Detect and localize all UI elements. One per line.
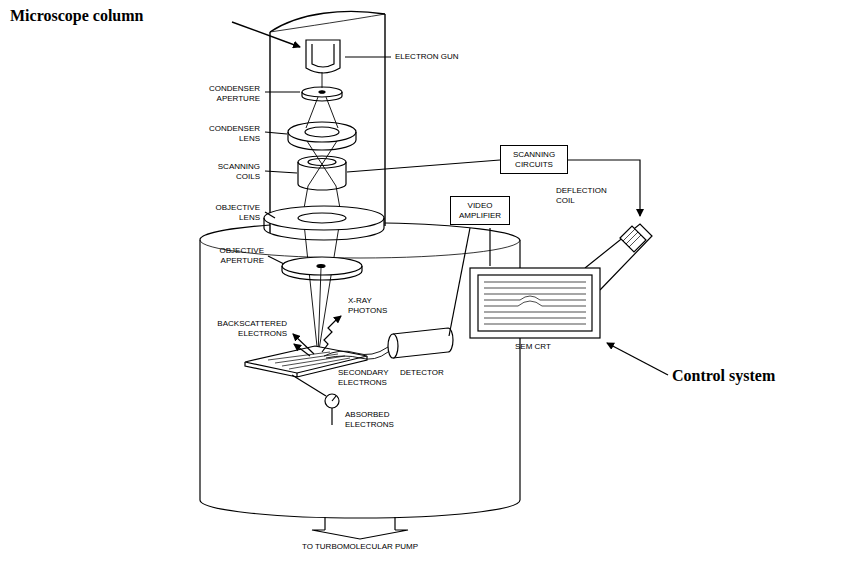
condenser-lens (288, 122, 356, 142)
column-wall (270, 14, 385, 233)
condenser-lens (305, 127, 339, 137)
part-heading: Control system (672, 366, 775, 385)
part-label: CONDENSER APERTURE (200, 84, 260, 103)
crt-screen (478, 275, 592, 331)
pump-pipe (312, 517, 408, 539)
signal-label: X-RAY PHOTONS (348, 296, 398, 315)
signal-label: BACKSCATTERED ELECTRONS (205, 319, 287, 338)
pump-label: TO TURBOMOLECULAR PUMP (300, 542, 420, 552)
leader-line (265, 132, 287, 134)
electron-beam (318, 268, 321, 356)
part-label: OBJECTIVE LENS (200, 203, 260, 222)
chamber-top (385, 223, 520, 240)
objective-lens (298, 213, 346, 223)
chamber-bottom (200, 500, 520, 518)
electron-gun (312, 44, 334, 67)
crt-scan-lines (484, 282, 586, 324)
video-amplifier-box: VIDEO AMPLIFIER (450, 196, 510, 225)
signal-label: ABSORBED ELECTRONS (345, 410, 407, 429)
aperture-hole (317, 265, 325, 268)
aperture-hole (319, 91, 325, 93)
crt-body (470, 268, 600, 338)
objective-aperture (282, 257, 362, 275)
part-label: OBJECTIVE APERTURE (206, 246, 264, 265)
detector (388, 334, 398, 358)
pointer-arrow (607, 343, 668, 375)
detector (393, 328, 453, 358)
part-label: SEM CRT (515, 342, 575, 352)
absorbed-wire (292, 375, 326, 396)
objective-aperture (282, 266, 362, 280)
scanning-coils (298, 162, 346, 190)
signal-label: SECONDARY ELECTRONS (338, 368, 392, 387)
condenser-lens (288, 132, 356, 150)
leader-line (345, 56, 391, 57)
objective-lens (264, 218, 384, 240)
backscatter-arrow (294, 344, 310, 356)
signal-wire (347, 160, 500, 172)
condenser-aperture (302, 87, 342, 97)
secondary-path (326, 352, 388, 359)
xray-arrow (322, 316, 341, 352)
box-text: VIDEO AMPLIFIER (454, 201, 506, 220)
leader-line (265, 171, 297, 173)
leader-line (265, 212, 275, 218)
scanning-circuits-box: SCANNING CIRCUITS (500, 145, 568, 174)
pointer-arrow (232, 22, 300, 47)
column-top (270, 14, 385, 32)
column-top (270, 11, 385, 32)
signal-wire (449, 228, 470, 336)
chamber-wall (199, 240, 200, 500)
part-label: SCANNING COILS (200, 162, 260, 181)
part-label: CONDENSER LENS (200, 124, 260, 143)
part-heading: Microscope column (10, 6, 143, 25)
leader-line (265, 91, 300, 92)
part-label: DETECTOR (400, 368, 450, 378)
deflection-coil (620, 226, 646, 252)
scanning-coils (298, 156, 346, 168)
part-label: ELECTRON GUN (395, 52, 475, 62)
chamber-top (200, 225, 270, 240)
current-meter (332, 396, 336, 425)
part-label: DEFLECTION COIL (556, 186, 612, 205)
signal-wire (489, 228, 490, 266)
leader-line (268, 256, 284, 264)
box-text: SCANNING CIRCUITS (504, 150, 564, 169)
electron-gun (306, 40, 340, 73)
secondary-path (324, 347, 388, 356)
deflection-coil (623, 229, 641, 247)
objective-lens (264, 206, 384, 230)
